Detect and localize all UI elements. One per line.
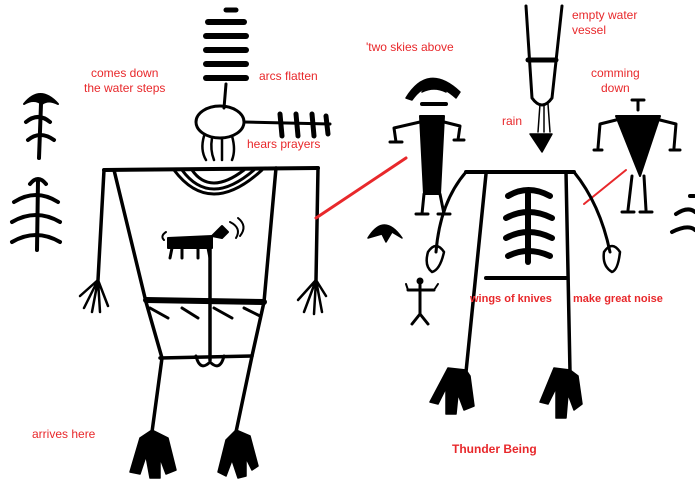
tree-glyph-right (672, 196, 695, 232)
label-thunder-being: Thunder Being (452, 442, 537, 457)
label-empty-water-vessel-line1: empty water (572, 8, 637, 23)
tree-glyph-left (12, 179, 60, 250)
label-comming-down-line2: down (591, 81, 640, 96)
label-empty-water-vessel: empty water vessel (572, 8, 637, 38)
left-figure (80, 106, 330, 478)
label-wings-of-knives: wings of knives (470, 292, 552, 307)
tiny-figure (406, 278, 438, 324)
connector-line-left (316, 158, 406, 218)
label-arrives-here: arrives here (32, 427, 95, 442)
label-comming-down: comming down (591, 66, 640, 96)
mushroom-glyph-small (368, 225, 402, 242)
label-empty-water-vessel-line2: vessel (572, 23, 637, 38)
label-rain: rain (502, 114, 522, 129)
label-comming-down-line1: comming (591, 66, 640, 81)
label-arcs-flatten: arcs flatten (259, 69, 318, 84)
mushroom-glyph-top (24, 94, 58, 158)
label-comes-down-line2: the water steps (84, 81, 165, 96)
water-steps-glyph (206, 10, 246, 108)
label-make-great-noise: make great noise (573, 292, 663, 307)
label-hears-prayers: hears prayers (247, 137, 320, 152)
label-comes-down: comes down the water steps (84, 66, 165, 96)
coming-down-figure (594, 100, 680, 212)
water-vessel-glyph (526, 6, 562, 152)
label-two-skies-above: 'two skies above (366, 40, 454, 55)
label-comes-down-line1: comes down (84, 66, 165, 81)
